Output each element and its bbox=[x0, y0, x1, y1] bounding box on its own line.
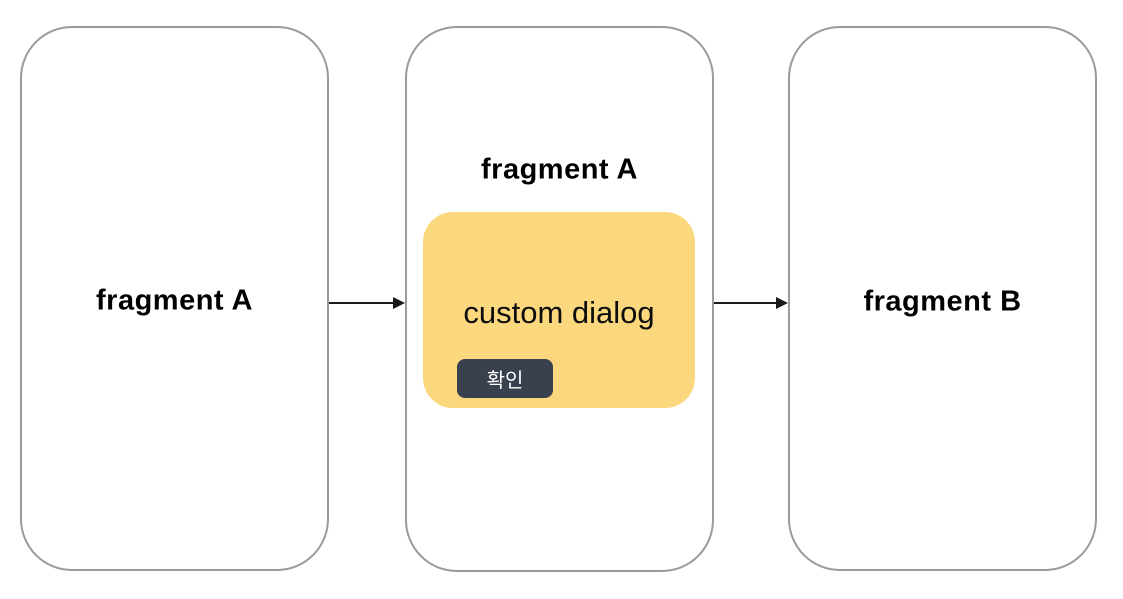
custom-dialog-text: custom dialog bbox=[463, 295, 655, 330]
arrow-fragment-a-to-dialog bbox=[329, 297, 405, 309]
arrow-head-icon bbox=[393, 297, 405, 309]
screen-label-fragment-a: fragment A bbox=[96, 284, 253, 317]
screen-frame-fragment-a: fragment A bbox=[20, 26, 329, 571]
screen-frame-fragment-a-dialog: fragment A custom dialog 확인 bbox=[405, 26, 714, 572]
screen-frame-fragment-b: fragment B bbox=[788, 26, 1097, 571]
confirm-button[interactable]: 확인 bbox=[457, 359, 553, 398]
screen-label-fragment-b: fragment B bbox=[863, 285, 1022, 318]
arrow-line bbox=[714, 302, 777, 304]
custom-dialog: custom dialog 확인 bbox=[423, 212, 695, 408]
screen-label-fragment-a-dialog: fragment A bbox=[481, 153, 638, 186]
arrow-line bbox=[329, 302, 394, 304]
arrow-head-icon bbox=[776, 297, 788, 309]
arrow-dialog-to-fragment-b bbox=[714, 297, 788, 309]
